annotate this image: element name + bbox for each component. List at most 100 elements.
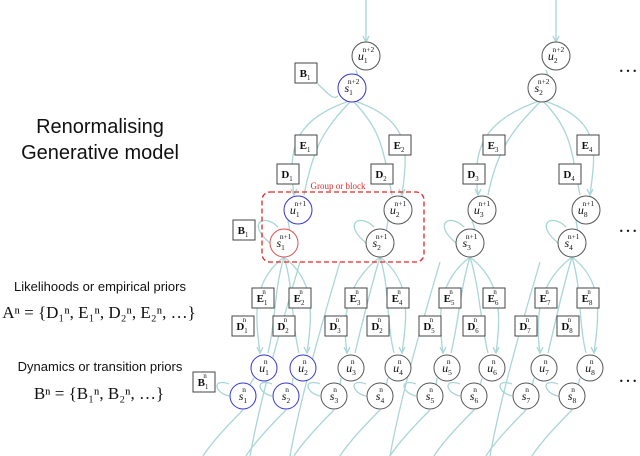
- node-label: D2n: [371, 317, 383, 335]
- s-mid-1-node: s1n+1: [269, 228, 299, 258]
- bot-down-edge-6: [433, 409, 475, 456]
- s-bot-7-node: s7n: [512, 382, 540, 410]
- bot-loop-edge-2: [259, 381, 273, 397]
- node-label: u3n+1: [474, 199, 491, 219]
- fan-head-1-b: [586, 188, 594, 197]
- D-bottom-0-b-box: D2n: [272, 315, 296, 337]
- node-label: D3n: [329, 317, 341, 335]
- mid-loop-edge-1: [257, 219, 279, 244]
- mid-fan-head-0-a: [256, 346, 264, 355]
- node-label: s2n: [282, 385, 291, 405]
- node-label: s5n: [426, 385, 435, 405]
- node-label: D7n: [519, 317, 531, 335]
- s-top-2-node: s2n+2: [527, 73, 557, 103]
- node-label: E6n: [488, 289, 499, 307]
- B-bottom-box: B1n: [192, 371, 216, 393]
- node-label: s3n+1: [462, 232, 477, 252]
- mid-loop-edge-3: [443, 219, 465, 244]
- bot-loop-edge-3: [307, 381, 321, 397]
- node-label: D2n: [277, 317, 289, 335]
- node-label: D4: [563, 169, 575, 183]
- E-bottom-1-b-box: E4n: [386, 287, 410, 309]
- node-label: B1n: [198, 373, 209, 391]
- u-bot-6-node: u6n: [478, 354, 506, 382]
- node-label: E3: [488, 140, 499, 154]
- u-bot-5-node: u5n: [433, 354, 461, 382]
- fan-head-0-a: [290, 188, 298, 197]
- node-label: D1n: [236, 317, 247, 335]
- bot-down-edge-1: [202, 409, 244, 456]
- u-top-1-node: u1n+2: [351, 41, 381, 71]
- bot-down-edge-4: [339, 409, 381, 456]
- bot-loop-edge-8: [545, 381, 559, 397]
- node-label: E7n: [540, 289, 551, 307]
- s-bot-8-node: s8n: [558, 382, 586, 410]
- node-label: s2n+2: [534, 77, 549, 97]
- node-label: u4n: [393, 357, 403, 377]
- s-mid-3-node: s3n+1: [455, 228, 485, 258]
- node-label: D3: [467, 169, 479, 183]
- D2-top-box: D2: [370, 163, 394, 185]
- D-bottom-0-a-box: D1n: [231, 315, 255, 337]
- E-bottom-3-b-box: E8n: [576, 287, 600, 309]
- bot-down-edge-5: [389, 409, 431, 456]
- D-bottom-2-a-box: D5n: [418, 315, 442, 337]
- node-label: E4n: [392, 289, 403, 307]
- node-label: s6n: [470, 385, 479, 405]
- E3-top-box: E3: [482, 134, 506, 156]
- B-top-box: B1: [294, 62, 318, 84]
- bg-curve-4: [489, 261, 541, 456]
- mid-fan-head-1-b: [398, 346, 406, 355]
- u-bot-2-node: u2n: [289, 354, 317, 382]
- node-label: u8n: [585, 357, 595, 377]
- B-mid-box: B1: [232, 219, 256, 241]
- node-label: s3n: [330, 385, 339, 405]
- bot-down-edge-2: [245, 409, 287, 456]
- ellipsis-3: …: [618, 365, 638, 387]
- node-label: u2n+2: [548, 45, 565, 65]
- group-block-outline: [261, 191, 425, 263]
- node-label: s1n+1: [276, 232, 291, 252]
- E-bottom-1-a-box: E3n: [344, 287, 368, 309]
- bot-down-edge-3: [293, 409, 335, 456]
- B-top-edge: [317, 83, 339, 99]
- mid-loop-edge-4: [545, 219, 567, 244]
- E-bottom-0-a-box: E1n: [251, 287, 275, 309]
- likelihood-label: Likelihoods or empirical priors: [14, 279, 186, 294]
- node-layer: u1n+2s1n+2u2n+2s2n+2B1E1D1E2D2E3D3E4D4u1…: [192, 41, 638, 410]
- node-label: E3n: [350, 289, 361, 307]
- mid-fan-head-3-a: [536, 346, 544, 355]
- node-label: u1n+2: [358, 45, 375, 65]
- group-block-label: Group or block: [311, 181, 366, 191]
- node-label: E8n: [582, 289, 593, 307]
- node-label: E2: [394, 140, 405, 154]
- node-label: B1: [238, 225, 249, 239]
- bot-down-edge-7: [485, 409, 527, 456]
- node-label: E2n: [294, 289, 305, 307]
- D-bottom-1-b-box: D2n: [366, 315, 390, 337]
- u-bot-7-node: u7n: [530, 354, 558, 382]
- node-label: D1: [281, 169, 292, 183]
- fan-head-1-a: [474, 188, 482, 197]
- dynamics-formula: Bⁿ = {B₁ⁿ, B₂ⁿ, …}: [33, 384, 165, 403]
- D-bottom-3-b-box: D8n: [556, 315, 580, 337]
- u-mid-1-node: u1n+1: [283, 195, 313, 225]
- E-bottom-3-a-box: E7n: [534, 287, 558, 309]
- D-bottom-3-a-box: D7n: [514, 315, 538, 337]
- u-bot-4-node: u4n: [384, 354, 412, 382]
- node-label: u2n: [298, 357, 308, 377]
- bot-loop-edge-4: [353, 381, 367, 397]
- s-bot-1-node: s1n: [229, 382, 257, 410]
- node-label: D2: [375, 169, 387, 183]
- u-top-2-node: u2n+2: [541, 41, 571, 71]
- node-label: u5n: [442, 357, 452, 377]
- node-label: E1n: [257, 289, 268, 307]
- node-label: u2n+1: [390, 199, 407, 219]
- mid-fan-head-1-a: [343, 346, 351, 355]
- bot-down-edge-8: [531, 409, 573, 456]
- fan-edge-1-b: [487, 99, 543, 196]
- s-bot-2-node: s2n: [272, 382, 300, 410]
- mid-fan-edge-3-b: [547, 256, 573, 354]
- title-line-1: Renormalising: [36, 116, 164, 138]
